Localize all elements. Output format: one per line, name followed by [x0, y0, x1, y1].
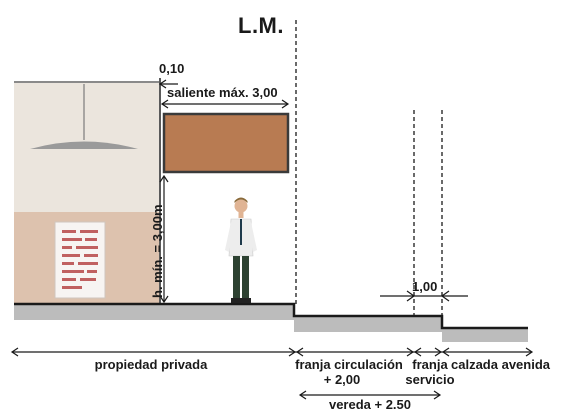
private-property-label: propiedad privada	[94, 357, 208, 372]
overhang-dimension	[160, 99, 290, 109]
shop-poster	[54, 221, 106, 299]
person-figure	[225, 197, 257, 303]
circulation-strip-width: + 2,00	[323, 372, 361, 387]
poster-print	[62, 230, 98, 289]
lm-title: L.M.	[238, 13, 284, 38]
service-width-dimension	[380, 290, 468, 302]
overhang-sign	[162, 112, 290, 174]
sidewalk-label: vereda + 2.50	[328, 397, 412, 412]
ground-profile	[14, 304, 528, 342]
offset-dimension	[158, 79, 178, 89]
min-height-label: h. mín. = 3,00m	[150, 204, 165, 298]
avenue-road-label: calzada avenida	[451, 357, 550, 372]
offset-label: 0,10	[159, 61, 185, 76]
lamp-shade	[30, 141, 138, 149]
service-strip-label-2: servicio	[405, 372, 455, 387]
height-dimension	[159, 174, 169, 304]
overhang-label: saliente máx. 3,00	[167, 85, 278, 100]
sidewalk-dimension	[298, 390, 442, 400]
service-strip-label: franja	[412, 357, 448, 372]
ground-edge	[14, 302, 528, 330]
service-width-label: 1,00	[412, 279, 438, 294]
strips-dimension	[10, 347, 534, 357]
circulation-strip-label: franja circulación	[295, 357, 403, 372]
